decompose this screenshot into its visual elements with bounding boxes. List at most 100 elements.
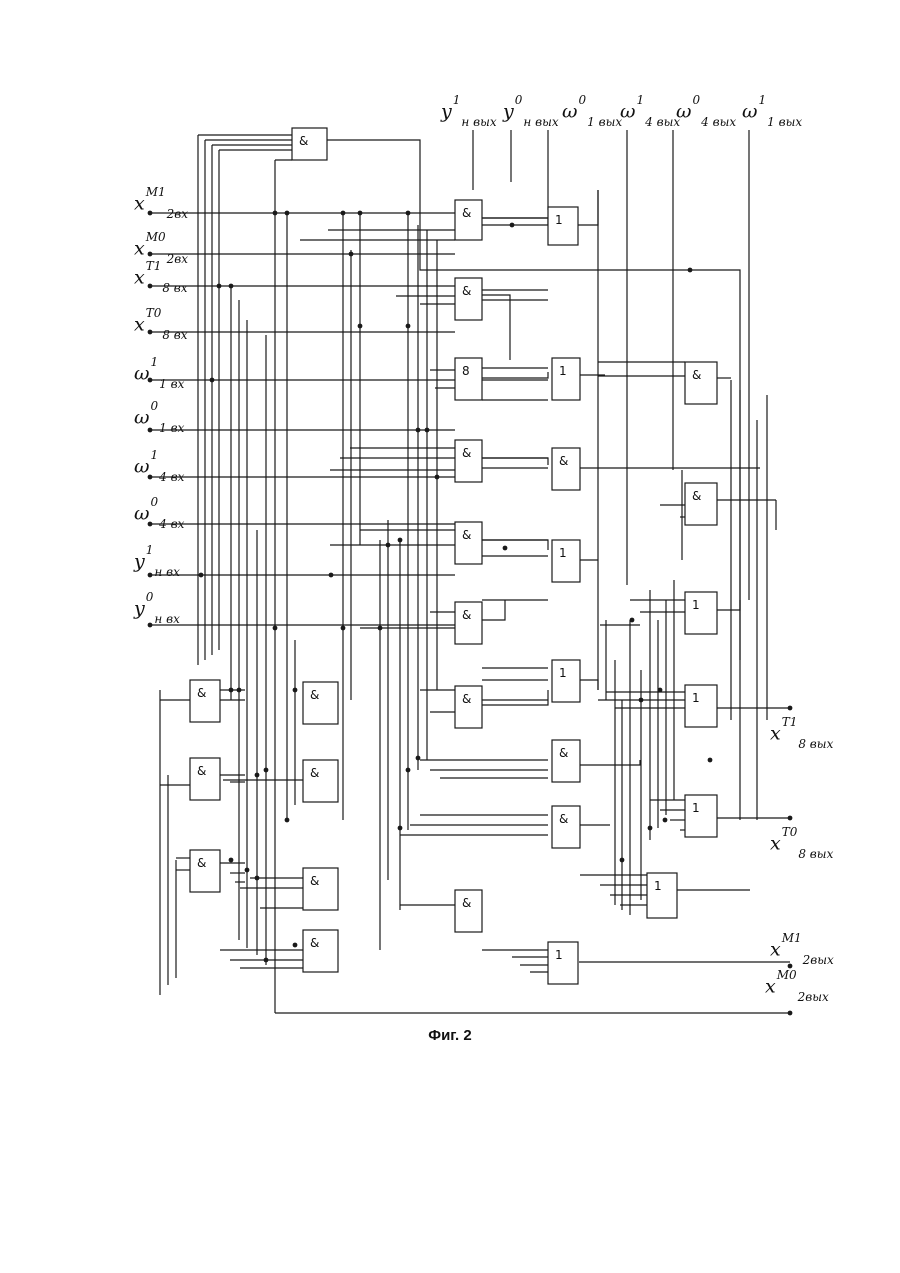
junction-dot xyxy=(217,284,222,289)
gate-body xyxy=(548,207,578,245)
junction-dot xyxy=(273,626,278,631)
gate-symbol: & xyxy=(310,874,319,888)
junction-dot xyxy=(210,378,215,383)
and-gate: & xyxy=(303,682,338,724)
and-gate: & xyxy=(303,930,338,972)
junction-dot xyxy=(788,1011,793,1016)
gate-symbol: 1 xyxy=(559,666,567,680)
junction-dot xyxy=(688,268,693,273)
junction-dot xyxy=(255,876,260,881)
junction-dot xyxy=(358,324,363,329)
junction-dot xyxy=(503,546,508,551)
and-gate: & xyxy=(303,760,338,802)
junction-dot xyxy=(406,768,411,773)
gate-body xyxy=(685,685,717,727)
and-gate: & xyxy=(455,602,482,644)
gate-symbol: & xyxy=(692,368,701,382)
or-gate: 1 xyxy=(647,873,677,918)
gate-symbol: & xyxy=(462,446,471,460)
and-gate: & xyxy=(552,448,580,490)
junction-dot xyxy=(293,943,298,948)
and-gate: & xyxy=(552,806,580,848)
gate-symbol: & xyxy=(310,766,319,780)
gate-body xyxy=(685,795,717,837)
junction-dot xyxy=(663,818,668,823)
and-gate: & xyxy=(455,522,482,564)
junction-dot xyxy=(620,858,625,863)
gate-symbol: 1 xyxy=(692,691,700,705)
and-gate: & xyxy=(685,362,717,404)
gate-output xyxy=(578,760,640,765)
junction-dot xyxy=(148,284,153,289)
junction-dot xyxy=(255,773,260,778)
or-gate: 1 xyxy=(552,540,580,582)
gate-body xyxy=(548,942,578,984)
gate-symbol: 1 xyxy=(555,213,563,227)
gate-symbol: & xyxy=(462,896,471,910)
junction-dot xyxy=(708,758,713,763)
gate-symbol: & xyxy=(462,284,471,298)
gate-body xyxy=(685,592,717,634)
gate-body xyxy=(303,930,338,972)
junction-dot xyxy=(199,573,204,578)
junction-dot xyxy=(349,252,354,257)
gate-output xyxy=(482,295,510,360)
junction-dot xyxy=(398,826,403,831)
gate-symbol: & xyxy=(310,688,319,702)
junction-dot xyxy=(398,538,403,543)
and-gate: 8 xyxy=(455,358,482,400)
gate-body xyxy=(303,682,338,724)
junction-dot xyxy=(148,252,153,257)
junction-dot xyxy=(788,816,793,821)
and-gate: & xyxy=(292,128,327,160)
junction-dot xyxy=(229,284,234,289)
junction-dot xyxy=(358,211,363,216)
or-gate: 1 xyxy=(685,592,717,634)
gate-symbol: & xyxy=(462,608,471,622)
junction-dot xyxy=(658,688,663,693)
junction-dot xyxy=(148,573,153,578)
gate-symbol: & xyxy=(310,936,319,950)
junction-dot xyxy=(416,756,421,761)
junction-dot xyxy=(148,522,153,527)
junction-dot xyxy=(788,706,793,711)
gate-body xyxy=(647,873,677,918)
gate-output xyxy=(482,372,548,378)
junction-dot xyxy=(148,330,153,335)
junction-dot xyxy=(264,768,269,773)
or-gate: 1 xyxy=(685,795,717,837)
junction-dot xyxy=(341,211,346,216)
junction-dot xyxy=(273,211,278,216)
junction-dot xyxy=(329,573,334,578)
and-gate: & xyxy=(455,686,482,728)
or-gate: 1 xyxy=(552,660,580,702)
junction-dot xyxy=(237,688,242,693)
gate-output xyxy=(482,600,505,620)
junction-dot xyxy=(435,475,440,480)
and-gate: & xyxy=(190,758,220,800)
junction-dot xyxy=(148,475,153,480)
and-gate: & xyxy=(303,868,338,910)
gate-output xyxy=(482,540,548,550)
and-gate: & xyxy=(455,890,482,932)
gate-symbol: 8 xyxy=(462,364,470,378)
junction-dot xyxy=(630,618,635,623)
gate-symbol: & xyxy=(559,746,568,760)
and-gate: & xyxy=(190,850,220,892)
gate-symbol: 1 xyxy=(654,879,662,893)
gate-output xyxy=(482,458,548,465)
gate-output xyxy=(578,680,598,690)
junction-dot xyxy=(148,428,153,433)
gate-symbol: 1 xyxy=(559,546,567,560)
gate-symbol: & xyxy=(559,812,568,826)
junction-dot xyxy=(264,958,269,963)
gate-output xyxy=(578,190,598,225)
and-gate: & xyxy=(190,680,220,722)
gate-symbol: & xyxy=(197,856,206,870)
junction-dot xyxy=(148,378,153,383)
and-gate: & xyxy=(455,440,482,482)
gate-symbol: & xyxy=(559,454,568,468)
junction-dot xyxy=(416,428,421,433)
